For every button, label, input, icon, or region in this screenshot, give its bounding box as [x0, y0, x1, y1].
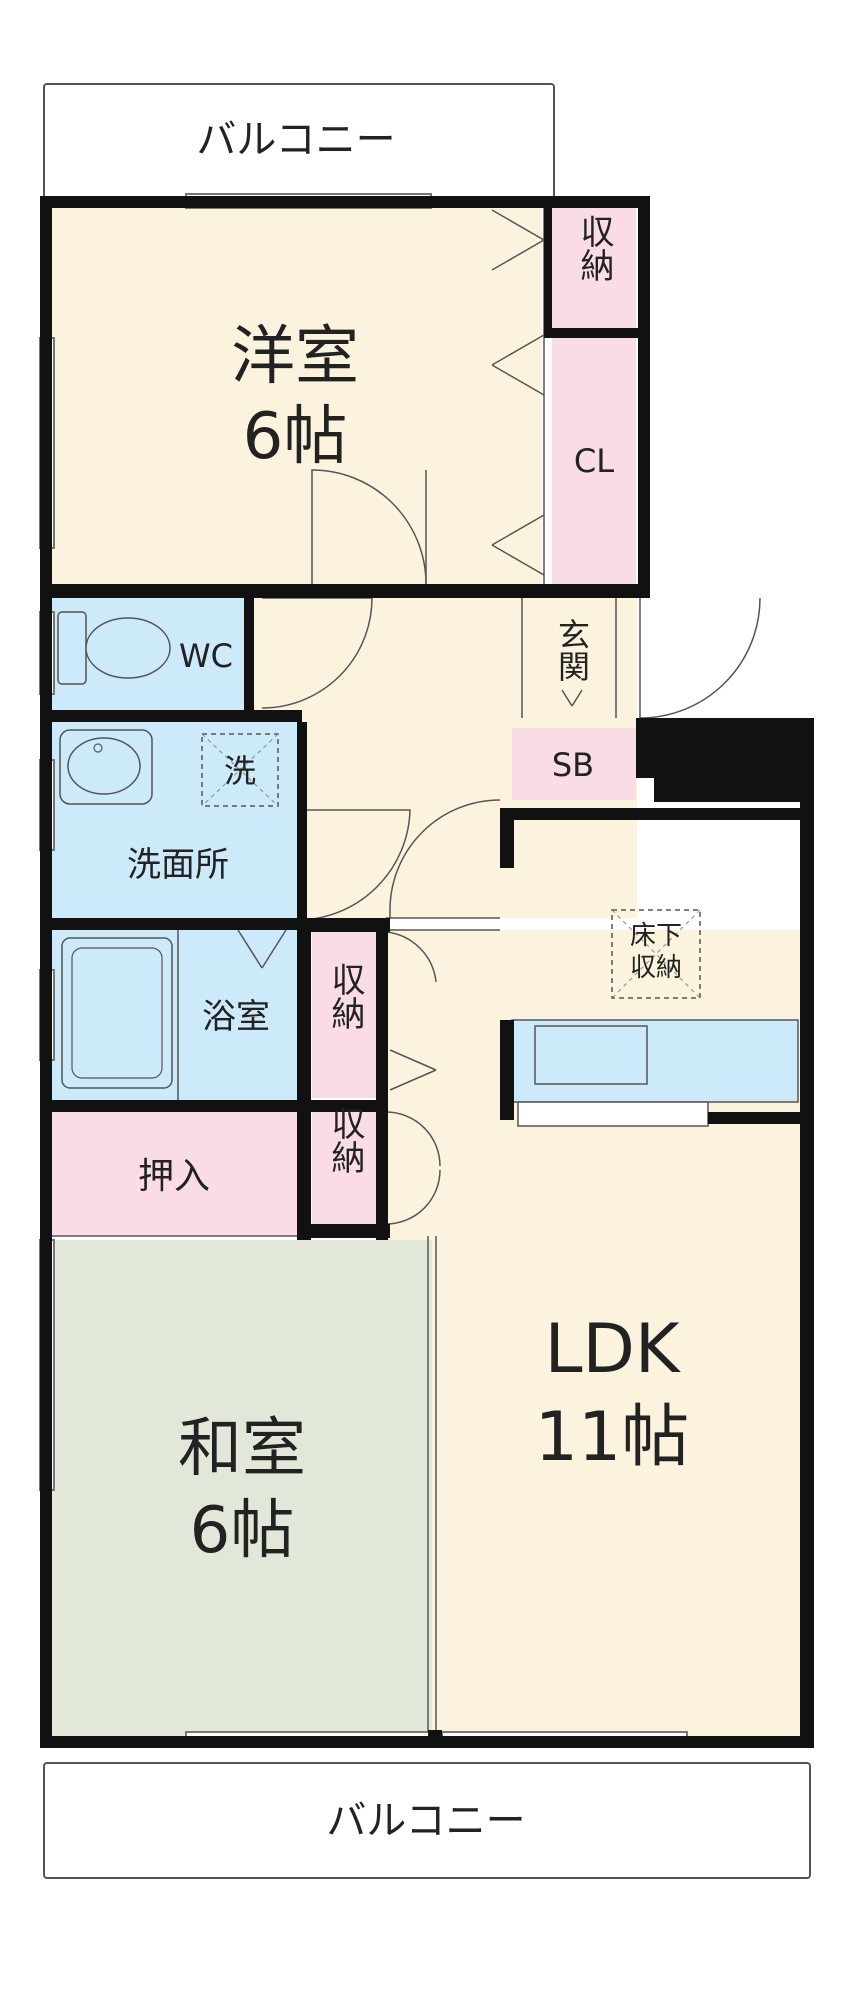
- storage-mid-label: 収納: [325, 962, 365, 1030]
- storage-low: [312, 1112, 382, 1224]
- storage-top-label: 収納: [574, 214, 614, 282]
- balcony-bottom: [43, 1762, 811, 1879]
- door-hall: [261, 597, 373, 709]
- bathroom-label: 浴室: [202, 997, 270, 1037]
- shoe-box-label: SB: [552, 746, 594, 784]
- kitchen-sink: [534, 1025, 648, 1085]
- japanese-room-name: 和室: [178, 1412, 306, 1486]
- washer-box: [201, 733, 279, 807]
- balcony-top-label: バルコニー: [196, 117, 395, 163]
- door-storage-low: [385, 1111, 441, 1225]
- ldk-size: 11帖: [535, 1398, 690, 1477]
- door-ldk: [389, 799, 501, 918]
- door-western-room: [311, 469, 427, 585]
- oshiire-label: 押入: [138, 1156, 210, 1197]
- underfloor-storage-box: [611, 909, 701, 999]
- washroom-label: 洗面所: [127, 845, 229, 885]
- western-room-size: 6帖: [243, 400, 348, 474]
- oshiire-area: [52, 1112, 297, 1236]
- western-room-name: 洋室: [231, 320, 359, 394]
- toilet-bowl: [85, 617, 171, 679]
- toilet-tank: [57, 611, 87, 685]
- washbasin: [59, 729, 153, 805]
- ldk-name: LDK: [545, 1310, 682, 1389]
- japanese-room: [52, 1240, 432, 1736]
- underfloor-storage-label: 床下収納: [630, 921, 682, 983]
- closet-label: CL: [574, 442, 614, 480]
- japanese-room-size: 6帖: [190, 1494, 295, 1568]
- storage-mid: [312, 932, 382, 1098]
- door-washroom: [296, 809, 411, 921]
- bathtub: [61, 937, 173, 1089]
- entrance-label: 玄関: [553, 618, 591, 682]
- shoe-box-area: [512, 728, 636, 800]
- door-storage-mid: [385, 931, 437, 983]
- washer-label: 洗: [224, 752, 256, 790]
- door-entrance: [639, 597, 761, 719]
- balcony-bottom-label: バルコニー: [326, 1798, 525, 1844]
- storage-low-label: 収納: [325, 1106, 365, 1174]
- hall-lower: [386, 930, 506, 1120]
- toilet-label: WC: [179, 637, 233, 675]
- closet-room: [552, 336, 636, 584]
- western-room: [52, 206, 542, 584]
- kitchen-back-counter: [517, 1101, 709, 1127]
- storage-top: [552, 206, 636, 328]
